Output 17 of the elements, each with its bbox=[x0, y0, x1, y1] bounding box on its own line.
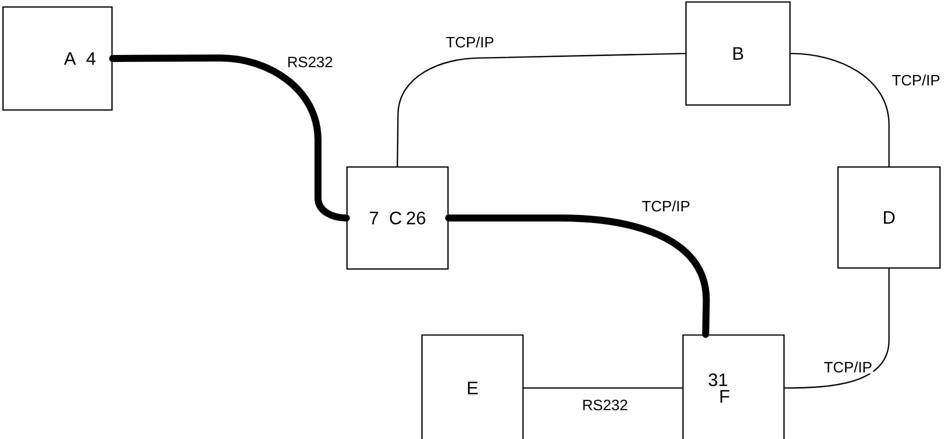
cable-line bbox=[445, 214, 710, 338]
edge-label: TCP/IP bbox=[444, 36, 496, 48]
cable-line bbox=[790, 52, 890, 167]
edge-label: TCP/IP bbox=[890, 74, 942, 86]
device-box: E bbox=[421, 334, 524, 439]
device-box: A 4 bbox=[2, 6, 113, 111]
edge-label: TCP/IP bbox=[640, 200, 692, 212]
device-box: 31 F bbox=[682, 334, 785, 439]
cable-line bbox=[523, 387, 683, 389]
edge-label: RS232 bbox=[581, 398, 629, 412]
edge-label: RS232 bbox=[286, 56, 334, 68]
cable-line bbox=[396, 52, 686, 167]
device-box: B bbox=[685, 1, 791, 106]
edge-label: TCP/IP bbox=[822, 360, 874, 374]
cable-line bbox=[784, 268, 890, 389]
device-box: D bbox=[837, 166, 941, 269]
device-box: 7 C 26 bbox=[346, 166, 449, 270]
